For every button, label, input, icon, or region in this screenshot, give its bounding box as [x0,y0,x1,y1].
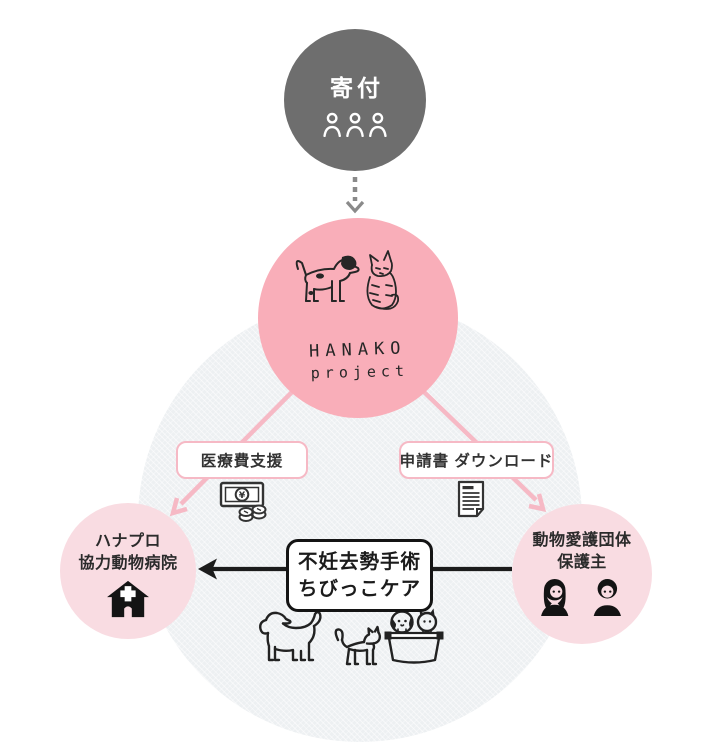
logo-text-line2: project [311,362,410,383]
care-box: 不妊去勢手術 ちびっこケア [286,539,433,612]
application-download-text: 申請書 ダウンロード [399,453,554,470]
logo-cat-icon [366,250,400,310]
guardian-label: 動物愛護団体 保護主 [532,530,631,575]
hospital-label-line2: 協力動物病院 [78,555,178,573]
hospital-label: ハナプロ 協力動物病院 [78,531,177,576]
care-box-line2: ちびっこケア [297,577,421,600]
woman-icon [541,578,569,616]
application-download-label: 申請書 ダウンロード [399,441,554,479]
money-icon: ¥ [219,480,271,531]
dashed-arrow-icon [345,177,365,214]
hospital-label-line1: ハナプロ [94,533,161,550]
hospital-circle: ハナプロ 協力動物病院 [60,503,196,639]
hanako-logo: HANAKO project [295,250,410,383]
hanako-project-circle: HANAKO project [258,218,458,418]
pet-carrier-icon [384,608,444,664]
guardian-circle: 動物愛護団体 保護主 [512,504,652,644]
guardian-label-line2: 保護主 [557,554,607,572]
cat-icon [334,625,382,666]
document-icon [456,479,486,524]
hospital-house-icon [107,580,149,617]
donor-label: 寄付 [330,75,384,101]
guardian-label-line1: 動物愛護団体 [532,532,632,549]
logo-text-line1: HANAKO [309,338,407,361]
care-box-line1: 不妊去勢手術 [297,551,421,574]
three-people-icon [323,112,387,137]
donor-circle: 寄付 [284,29,426,171]
logo-dog-icon [295,255,360,302]
medical-support-text: 医療費支援 [200,453,284,470]
dog-icon [259,610,322,662]
animals-icons [252,606,448,675]
man-icon [593,578,621,616]
woman-man-icon [541,578,621,616]
medical-support-label: 医療費支援 [176,441,308,479]
yen-symbol: ¥ [239,491,246,501]
